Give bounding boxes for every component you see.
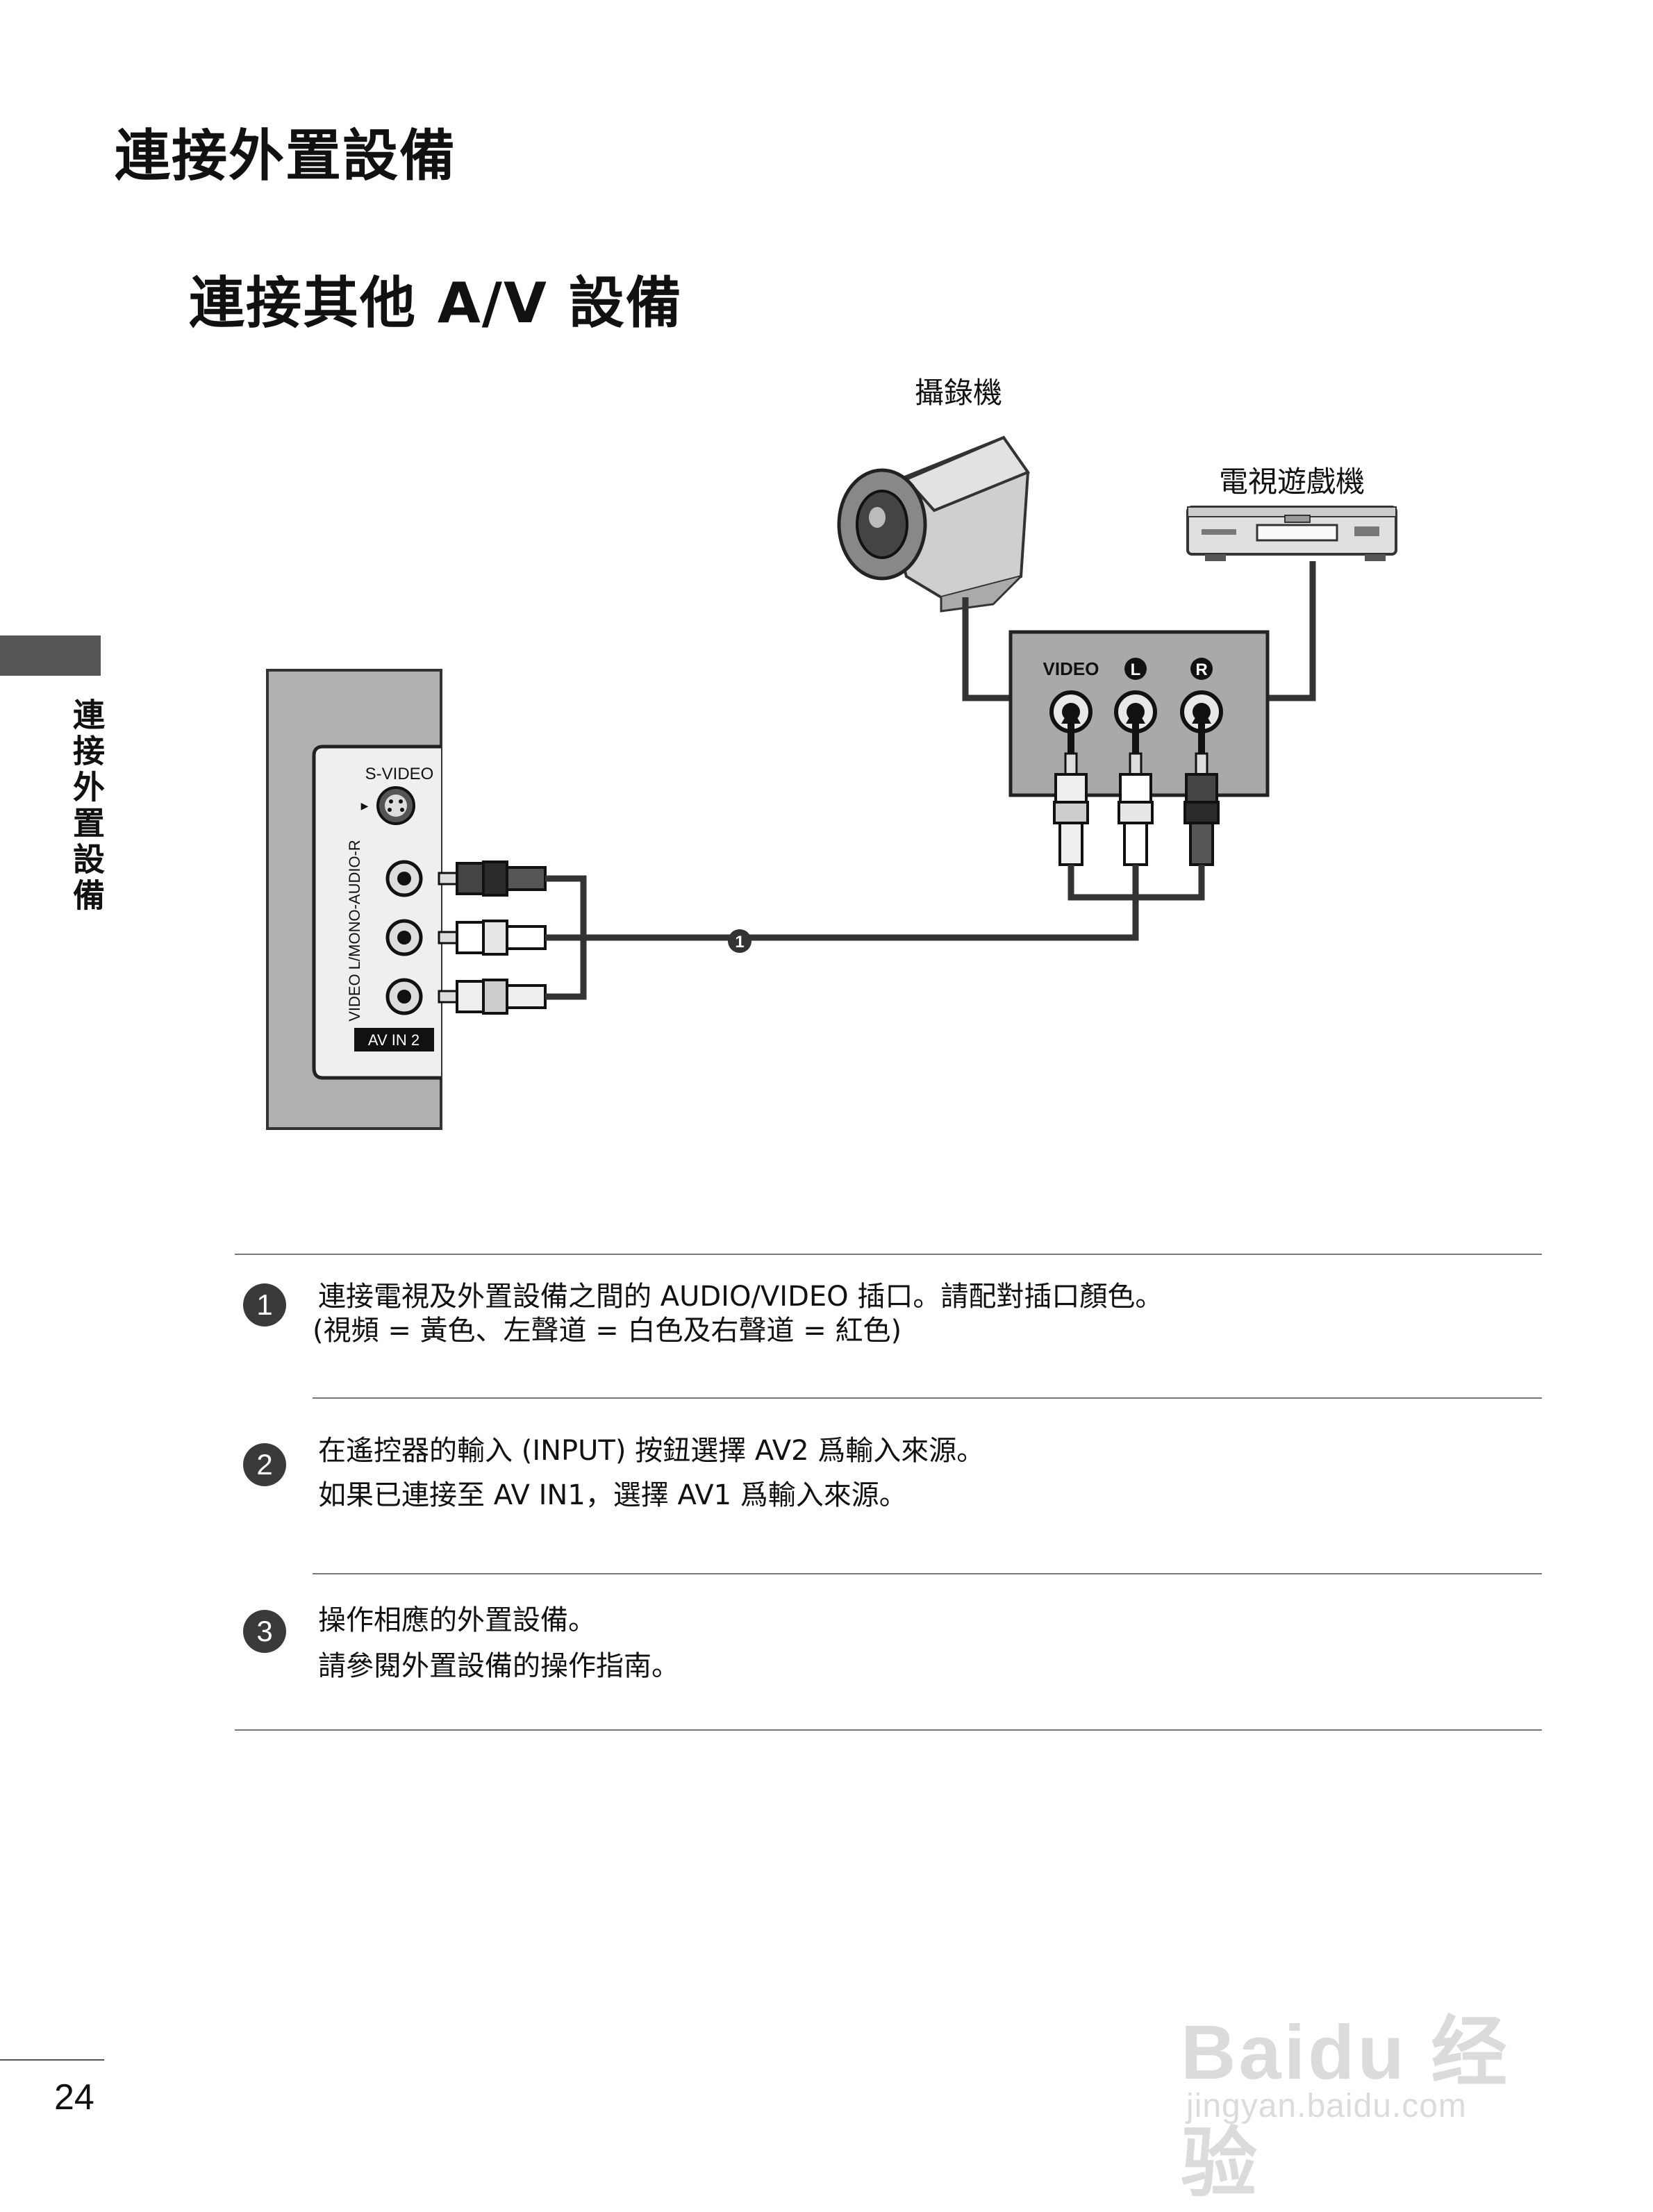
step-divider: [313, 1573, 1542, 1574]
step-1-line-2: (視頻 = 黃色、左聲道 = 白色及右聲道 = 紅色): [313, 1315, 902, 1347]
side-chapter-label: 連接外置設備: [68, 698, 106, 915]
rca-plug-video-top: [1053, 752, 1089, 866]
rca-plug-audio-right-top: [1183, 752, 1220, 866]
rca-plug-video-tv: [438, 979, 547, 1015]
step-divider: [313, 1397, 1542, 1399]
step-3-line-2: 請參閱外置設備的操作指南。: [318, 1650, 679, 1682]
game-console-cable: [1268, 561, 1316, 701]
camcorder-icon: [837, 435, 1031, 613]
game-console-label: 電視遊戲機: [1219, 465, 1365, 499]
cable-marker-number: 1: [735, 933, 744, 951]
step-number-badge: 1: [243, 1283, 286, 1327]
camcorder-label: 攝錄機: [915, 376, 1002, 410]
watermark-brand: Baidu 经验: [1181, 2010, 1511, 2206]
page-number: 24: [54, 2077, 94, 2118]
step-number-badge: 3: [243, 1610, 286, 1653]
page-title: 連接外置設備: [115, 124, 456, 188]
step-2-line-1: 在遙控器的輸入 (INPUT) 按鈕選擇 AV2 爲輸入來源。: [318, 1435, 985, 1467]
tv-vertical-label: VIDEO L/MONO-AUDIO-R: [346, 840, 363, 1022]
step-1-line-1: 連接電視及外置設備之間的 AUDIO/VIDEO 插口。請配對插口顏色。: [318, 1281, 1163, 1313]
footer-rule: [0, 2059, 104, 2061]
panel-video-label: VIDEO: [1043, 658, 1099, 679]
plug-arrow-icons: [1061, 707, 1211, 757]
panel-l-label: L: [1131, 660, 1141, 679]
svideo-jack: [376, 786, 415, 825]
tv-audio-l-jack: [385, 919, 423, 956]
av-cable: [545, 865, 1205, 1000]
rca-plug-audio-right-tv: [438, 860, 547, 897]
side-tab-marker: [0, 635, 101, 676]
camcorder-cable: [962, 597, 1011, 701]
baidu-watermark: Baidu 经验 jingyan.baidu.com: [1167, 1983, 1584, 2206]
rca-plug-audio-left-top: [1118, 752, 1154, 866]
step-number-badge: 2: [243, 1443, 286, 1486]
connection-diagram: 攝錄機 電視遊戲機 VIDEO L R: [266, 376, 1397, 1130]
steps-top-rule: [235, 1254, 1542, 1255]
game-console-icon: [1186, 506, 1397, 561]
step-3-line-1: 操作相應的外置設備。: [318, 1604, 596, 1636]
section-title: 連接其他 A/V 設備: [189, 271, 683, 335]
tv-video-jack: [385, 978, 423, 1015]
rca-plug-audio-left-tv: [438, 920, 547, 956]
tv-svideo-label: S-VIDEO: [365, 765, 434, 783]
tv-avin-label: AV IN 2: [368, 1031, 420, 1049]
svg-text:▶: ▶: [361, 801, 369, 812]
panel-r-label: R: [1195, 660, 1207, 679]
watermark-url: jingyan.baidu.com: [1186, 2088, 1467, 2124]
cable-marker-icon: [728, 929, 751, 953]
steps-bottom-rule: [235, 1729, 1542, 1731]
tv-audio-r-jack: [385, 860, 423, 897]
step-2-line-2: 如果已連接至 AV IN1，選擇 AV1 爲輸入來源。: [318, 1479, 907, 1511]
